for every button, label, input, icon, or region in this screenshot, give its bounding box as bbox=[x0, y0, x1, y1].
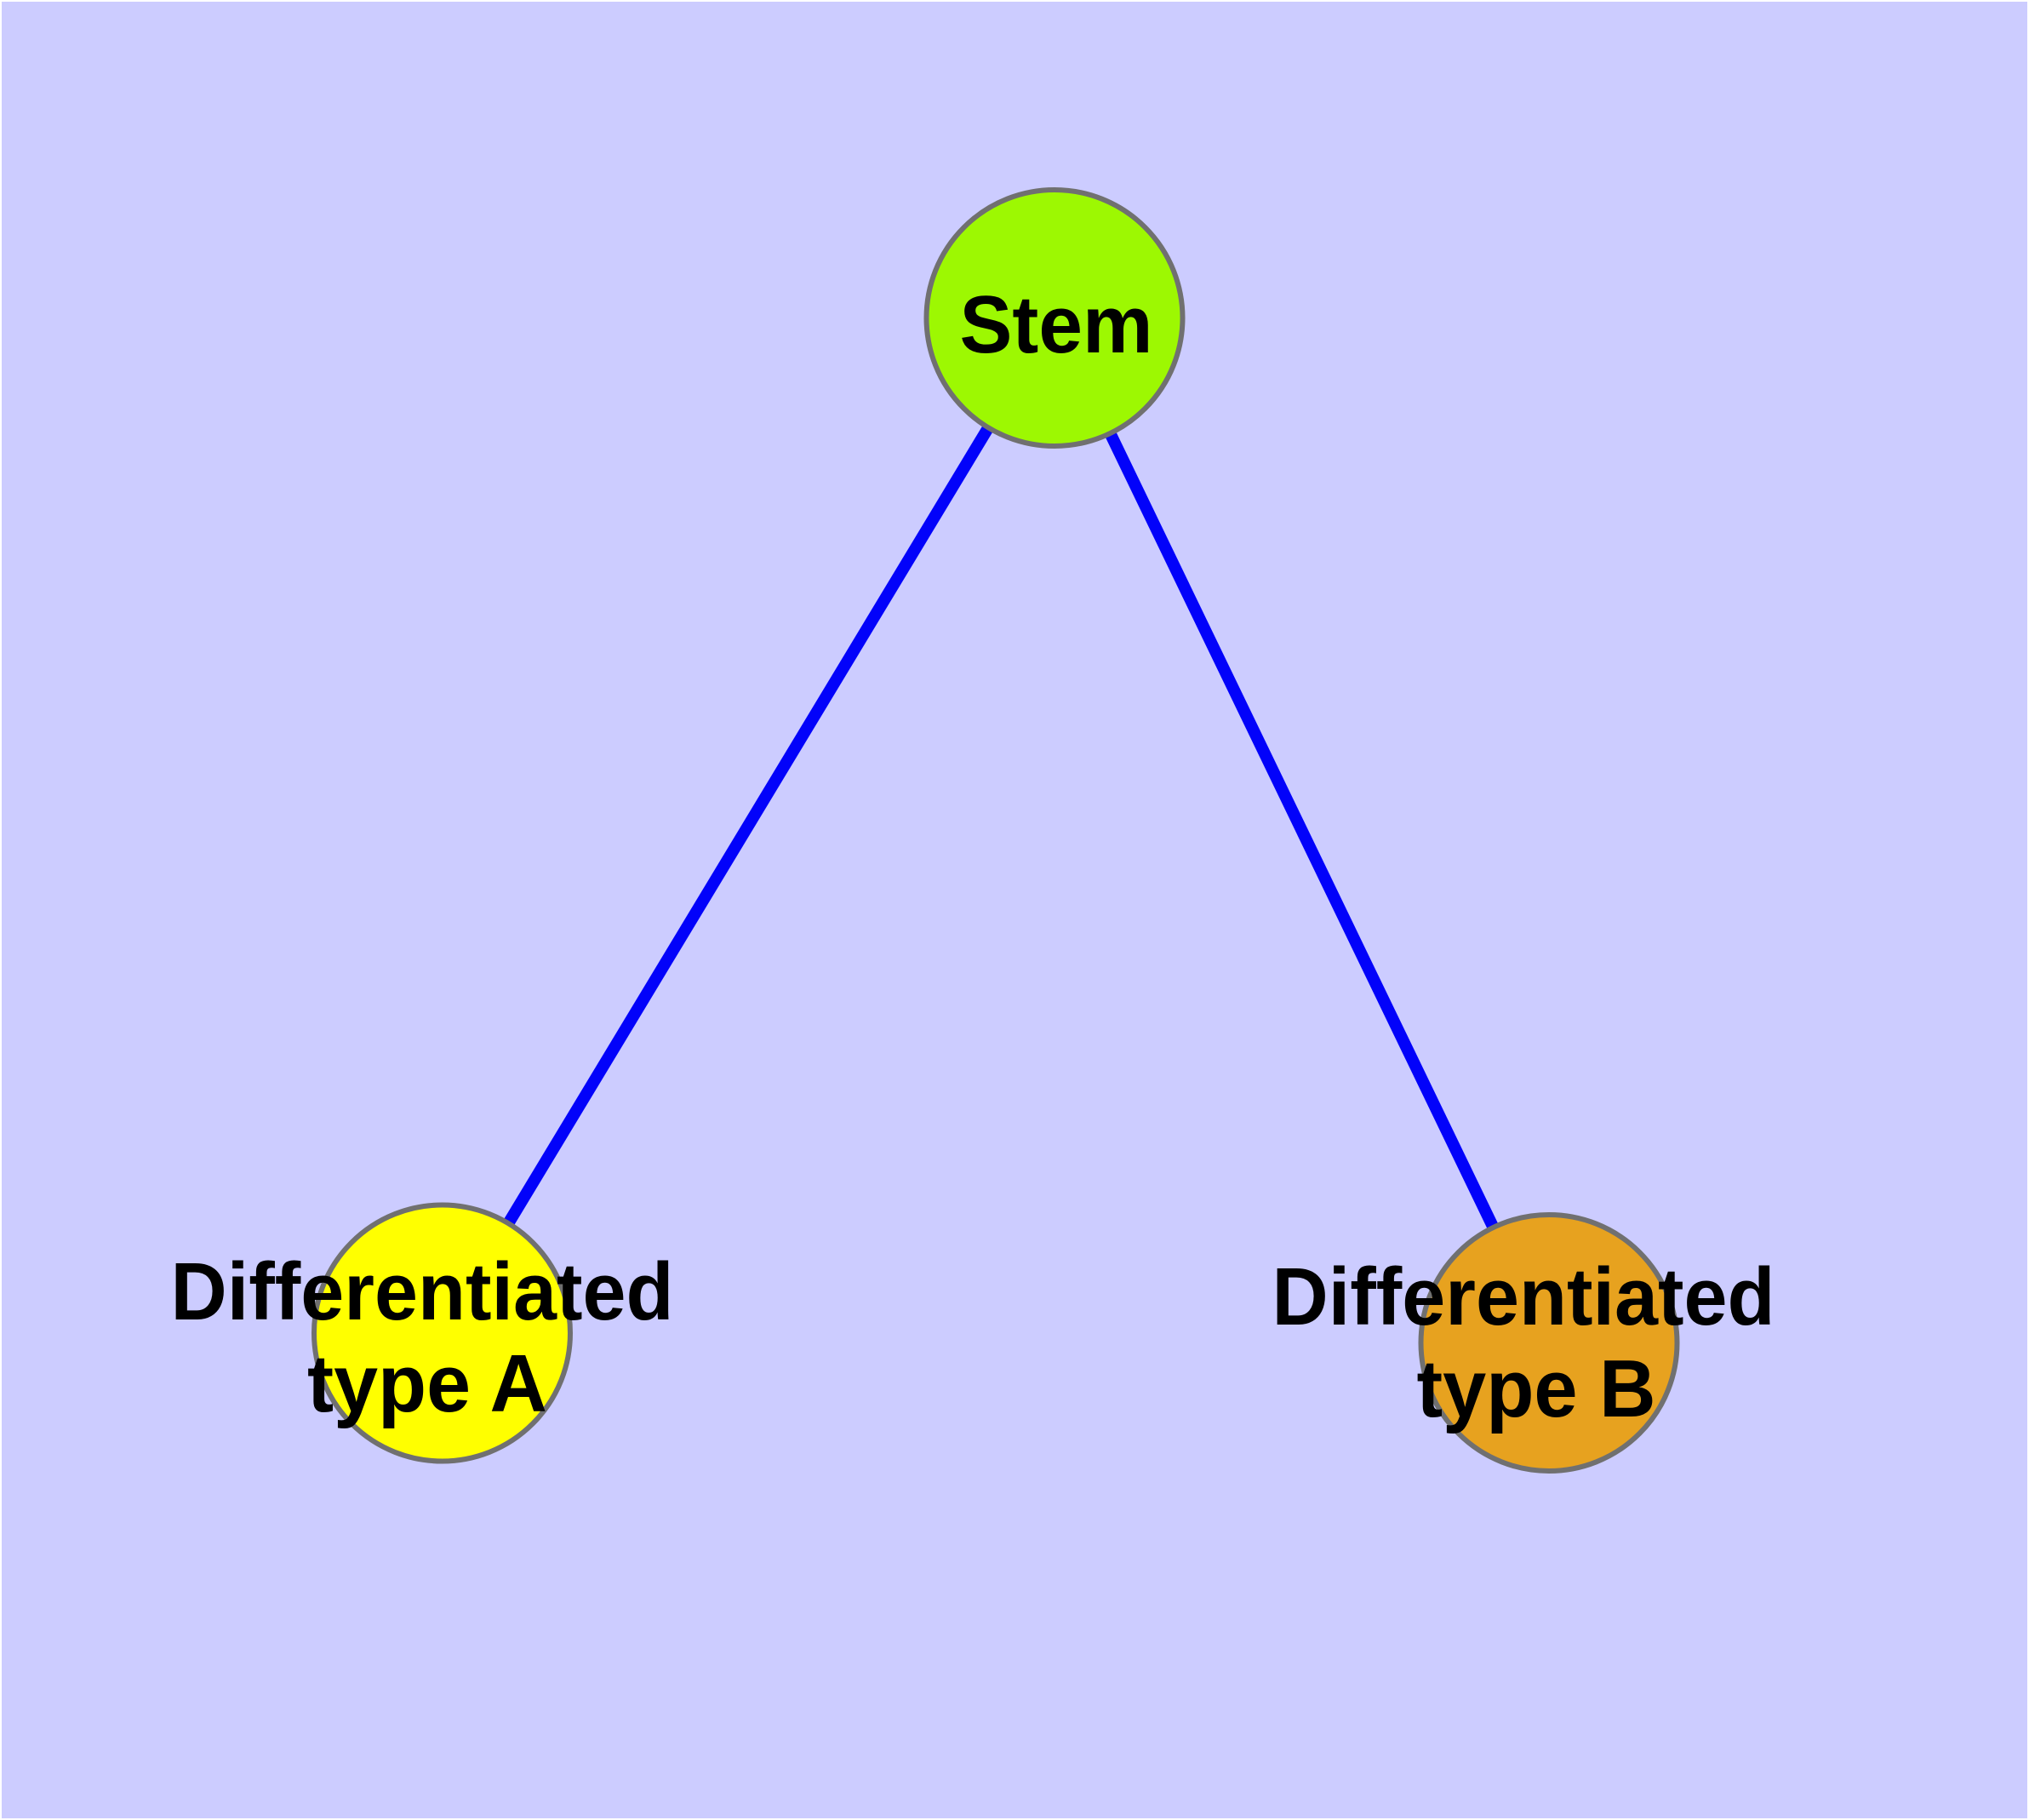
svg-text:Stem: Stem bbox=[960, 279, 1153, 370]
svg-text:Differentiated: Differentiated bbox=[171, 1246, 674, 1337]
svg-text:type A: type A bbox=[307, 1338, 547, 1429]
svg-text:Differentiated: Differentiated bbox=[1272, 1251, 1775, 1342]
svg-text:type B: type B bbox=[1417, 1343, 1656, 1434]
